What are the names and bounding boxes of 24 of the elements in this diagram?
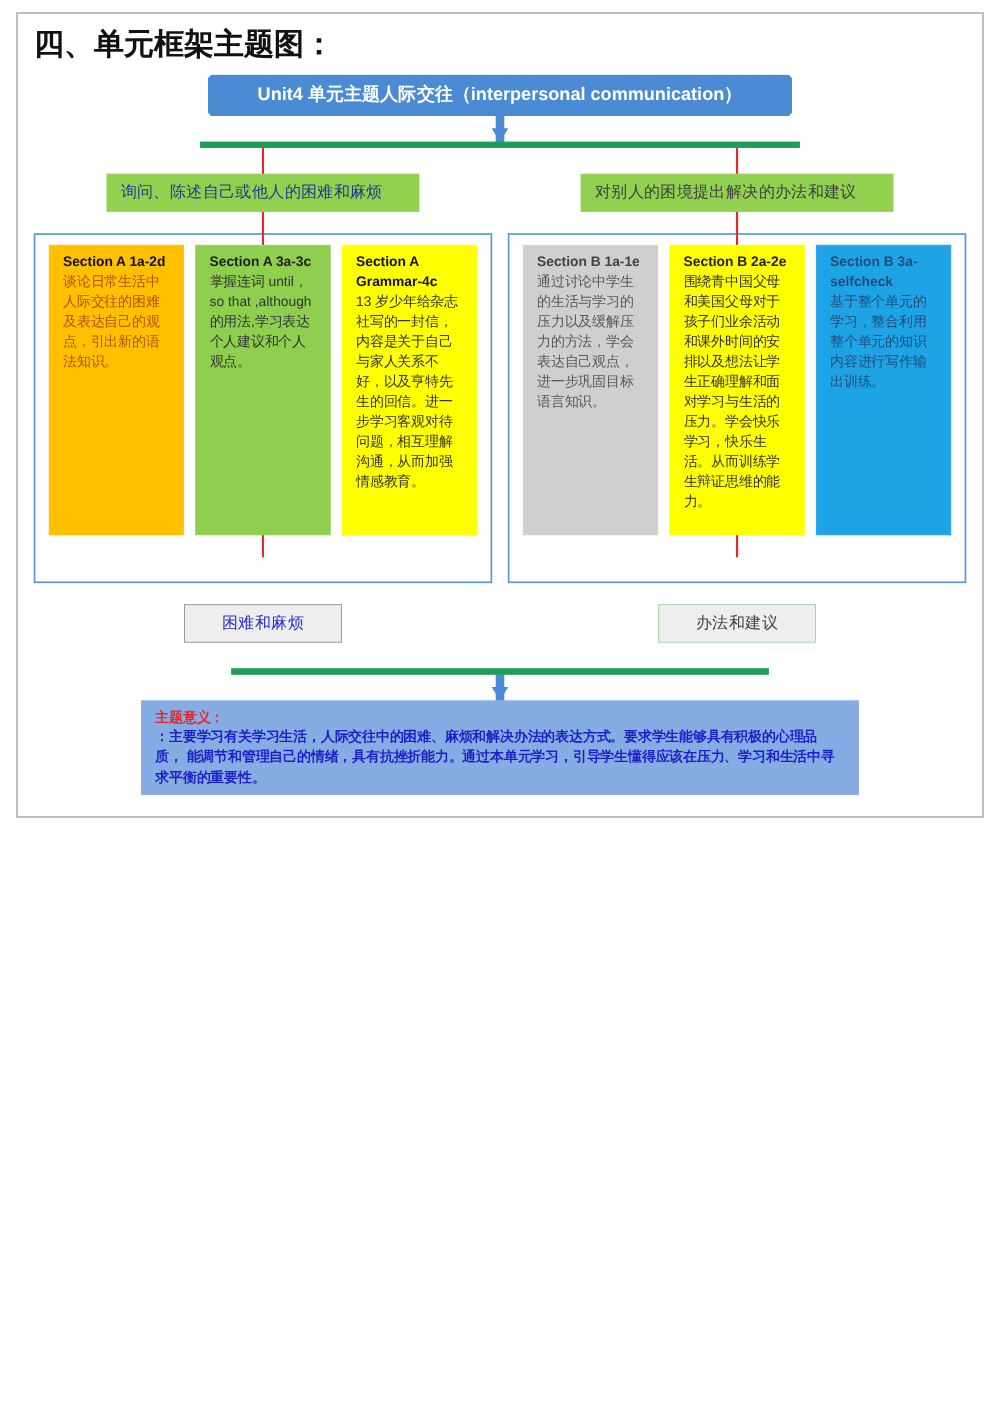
arrow (491, 674, 509, 701)
node-box (658, 604, 816, 643)
title: 四、单元框架主题图： (34, 26, 336, 64)
node-box (106, 173, 420, 213)
connector (261, 211, 265, 246)
cluster (507, 233, 967, 584)
cluster (33, 233, 493, 584)
node-box (48, 244, 185, 536)
node-box (815, 244, 952, 536)
node-box (141, 700, 859, 795)
connector (735, 534, 739, 558)
node-bar (231, 668, 769, 675)
connector (261, 534, 265, 558)
node-box (522, 244, 659, 536)
node-box (669, 244, 805, 536)
connector (735, 147, 739, 175)
node-box (195, 244, 331, 536)
node-box (184, 604, 342, 643)
arrow (491, 115, 509, 142)
connector (735, 211, 739, 246)
connector (261, 147, 265, 175)
node-box (580, 173, 894, 213)
node-bar (200, 141, 800, 148)
node-box (341, 244, 478, 536)
